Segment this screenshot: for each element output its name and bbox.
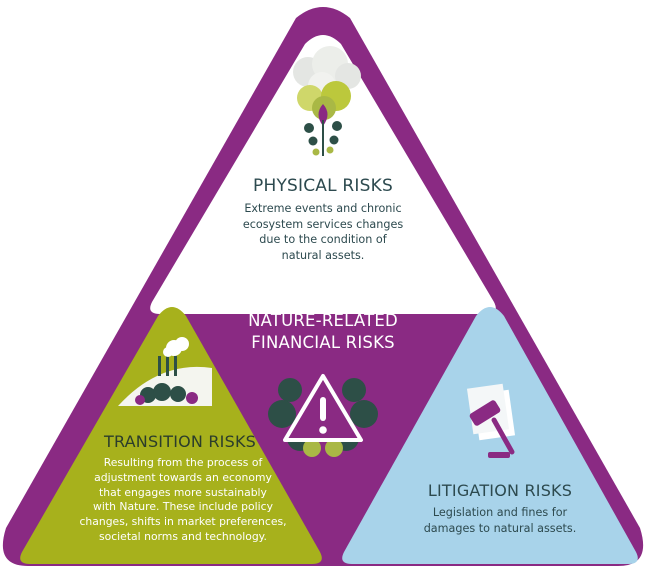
description-line: Extreme events and chronic bbox=[244, 202, 402, 215]
description-line: changes, shifts in market preferences, bbox=[79, 515, 287, 529]
plant-in-clouds-icon bbox=[293, 46, 361, 156]
description-line: natural assets. bbox=[281, 248, 365, 262]
litigation-risks-description: Legislation and fines for damages to nat… bbox=[400, 505, 600, 536]
description-line: that engages more sustainably bbox=[99, 485, 267, 499]
central-title-line-1: NATURE-RELATED bbox=[248, 311, 398, 330]
description-line: damages to natural assets. bbox=[423, 521, 577, 535]
description-line: due to the condition of bbox=[259, 233, 387, 246]
physical-risks-title: PHYSICAL RISKS bbox=[253, 176, 393, 196]
gavel-document-icon bbox=[466, 383, 516, 458]
description-line: ecosystem services changes bbox=[242, 217, 404, 231]
description-line: adjustment towards an economy bbox=[94, 470, 272, 484]
description-line: with Nature. These include policy bbox=[93, 500, 273, 514]
physical-risks-panel bbox=[150, 35, 496, 314]
warning-triangle-trees-icon bbox=[268, 374, 378, 457]
description-line: societal norms and technology. bbox=[99, 529, 267, 543]
hill-trees-factory-icon bbox=[118, 337, 212, 406]
transition-risks-description: Resulting from the process of adjustment… bbox=[78, 456, 288, 545]
central-title-line-2: FINANCIAL RISKS bbox=[251, 333, 395, 352]
transition-risks-title: TRANSITION RISKS bbox=[103, 432, 256, 451]
description-line: Legislation and fines for bbox=[432, 506, 568, 519]
description-line: Resulting from the process of bbox=[103, 456, 263, 469]
litigation-risks-title: LITIGATION RISKS bbox=[427, 481, 573, 500]
physical-risks-description: Extreme events and chronic ecosystem ser… bbox=[228, 201, 418, 263]
transition-risks-panel bbox=[20, 307, 322, 564]
